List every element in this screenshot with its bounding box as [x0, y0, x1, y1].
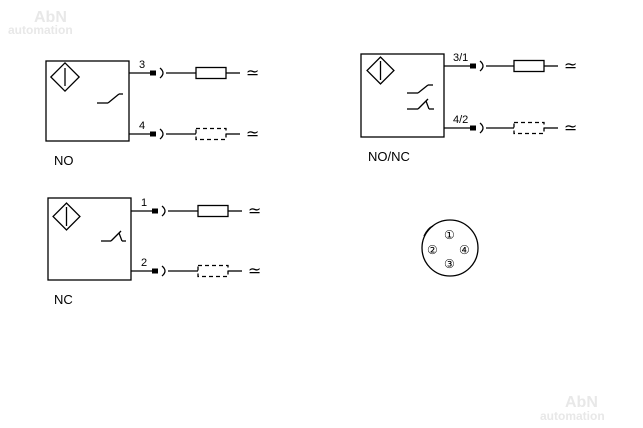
nonc-diagram [360, 53, 558, 138]
supply-symbol: ≃ [248, 201, 261, 220]
nc-switch-icon [101, 230, 126, 242]
no-switch-icon [407, 84, 433, 94]
watermark-sub: automation [8, 23, 73, 37]
load-resistor-dashed [197, 264, 229, 278]
load-resistor-dashed [195, 127, 227, 141]
sensor-box-nonc [360, 53, 445, 138]
connector-pin-4: ④ [459, 243, 470, 257]
load-resistor [197, 204, 229, 218]
watermark-bottom-right: AbN automation [540, 394, 605, 423]
connector-key-notch [423, 225, 434, 237]
connector-pin-1: ① [444, 228, 455, 242]
watermark-sub-2: automation [540, 409, 605, 423]
supply-symbol: ≃ [246, 124, 259, 143]
sensor-box-nc [47, 197, 132, 281]
connector-pin-3: ③ [444, 257, 455, 271]
inductive-sensor-icon [49, 61, 81, 93]
pin-label-no-top: 3 [139, 59, 145, 71]
label-nonc: NO/NC [368, 149, 410, 164]
plug-icon [479, 60, 484, 72]
pin-label-nc-bottom: 2 [141, 257, 147, 269]
load-resistor [513, 59, 545, 73]
plug-icon [161, 205, 166, 217]
pin-label-nonc-bottom: 4/2 [453, 114, 468, 126]
pin-label-no-bottom: 4 [139, 120, 145, 132]
watermark-brand-2: AbN [565, 394, 598, 411]
supply-symbol: ≃ [564, 56, 577, 75]
no-switch-icon [97, 93, 123, 104]
watermark-brand: AbN [34, 9, 67, 26]
load-resistor-dashed [513, 121, 545, 135]
inductive-sensor-icon [366, 56, 395, 85]
plug-icon [159, 67, 164, 79]
load-resistor [195, 66, 227, 80]
pin-label-nc-top: 1 [141, 197, 147, 209]
supply-symbol: ≃ [246, 63, 259, 82]
supply-symbol: ≃ [564, 118, 577, 137]
label-no: NO [54, 153, 74, 168]
nc-diagram [47, 197, 242, 281]
connector-outline [421, 219, 479, 277]
nc-switch-icon [407, 98, 434, 110]
supply-symbol: ≃ [248, 261, 261, 280]
watermark-top-left: AbN automation [8, 9, 73, 37]
pin-label-nonc-top: 3/1 [453, 52, 468, 64]
connector-pinout: ① ② ③ ④ [421, 219, 479, 277]
sensor-box-no [45, 60, 130, 142]
no-diagram [45, 60, 240, 142]
inductive-sensor-icon [52, 202, 81, 231]
connector-pin-2: ② [427, 243, 438, 257]
label-nc: NC [54, 292, 73, 307]
